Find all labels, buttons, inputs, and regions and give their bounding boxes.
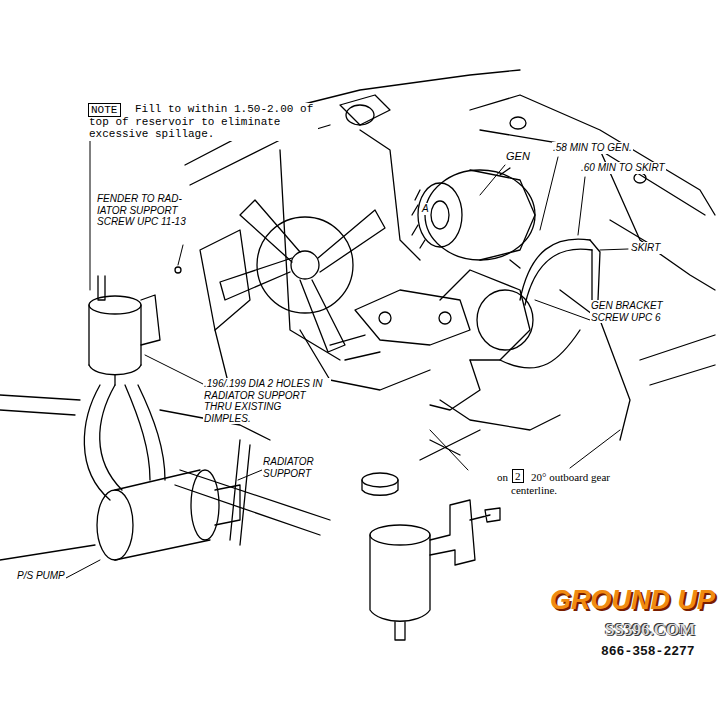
note-box: NOTE — [88, 103, 121, 117]
callout-box: 2 — [512, 469, 524, 483]
hoses — [84, 385, 165, 500]
alternator — [412, 168, 535, 268]
logo-text: GROUND UP — [549, 585, 716, 616]
wire-harness — [500, 239, 600, 368]
reservoir — [89, 267, 181, 385]
fan — [220, 200, 385, 352]
part-label: SKIRT — [630, 242, 661, 254]
leader-lines — [66, 122, 628, 578]
part-label: GEN BRACKET SCREW UPC 6 — [590, 300, 688, 323]
box-text: NOTE — [91, 104, 118, 116]
logo-text: SS396.COM — [604, 620, 696, 640]
reservoir-inset — [362, 473, 500, 640]
dimension: .60 MIN TO SKIRT — [580, 162, 666, 174]
part-label: P/S PUMP — [16, 570, 66, 582]
part-label: RADIATOR SUPPORT — [262, 456, 336, 479]
generator-bracket — [330, 270, 560, 460]
dimension: .58 MIN TO GEN. — [552, 142, 633, 154]
phone-number: 866-358-2277 — [600, 645, 696, 660]
box-text: 2 — [515, 470, 521, 482]
note-text: on — [496, 471, 509, 484]
part-label: GEN — [505, 150, 531, 163]
hole-note: .196/.199 DIA 2 HOLES IN RADIATOR SUPPOR… — [203, 378, 331, 424]
note-text: 20° outboard gear centerline. — [510, 471, 624, 496]
part-mark: A — [421, 203, 430, 215]
part-label: FENDER TO RAD- IATOR SUPPORT SCREW UPC 1… — [96, 193, 198, 228]
note-text: Fill to within 1.50-2.00 of top of reser… — [88, 103, 318, 141]
